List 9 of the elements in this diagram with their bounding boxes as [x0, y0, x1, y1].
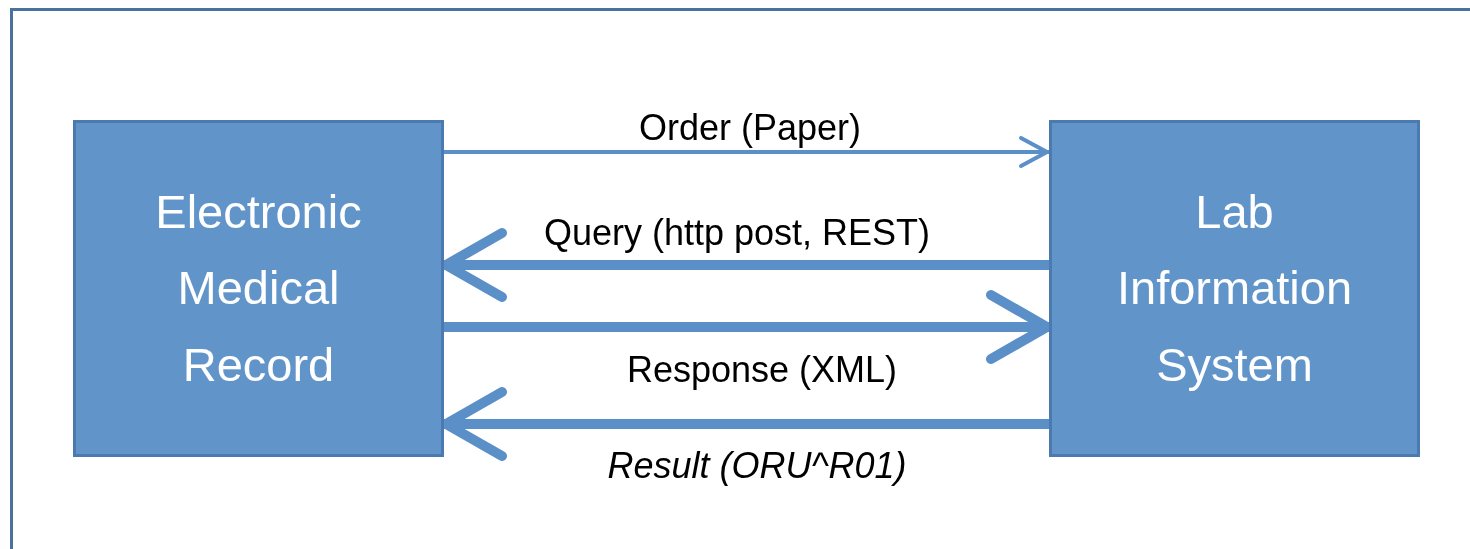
- system-box: [73, 120, 444, 457]
- edge-label: Query (http post, REST): [543, 211, 931, 255]
- system-name: Lab Information System: [1115, 184, 1354, 393]
- system-box: [1049, 120, 1420, 457]
- arrow: [444, 136, 1049, 168]
- system-name: Electronic Medical Record: [154, 184, 363, 393]
- edge-label: Result (ORU^R01): [607, 444, 907, 488]
- edge-label: Order (Paper): [638, 106, 862, 150]
- edge-label: Response (XML): [626, 348, 898, 392]
